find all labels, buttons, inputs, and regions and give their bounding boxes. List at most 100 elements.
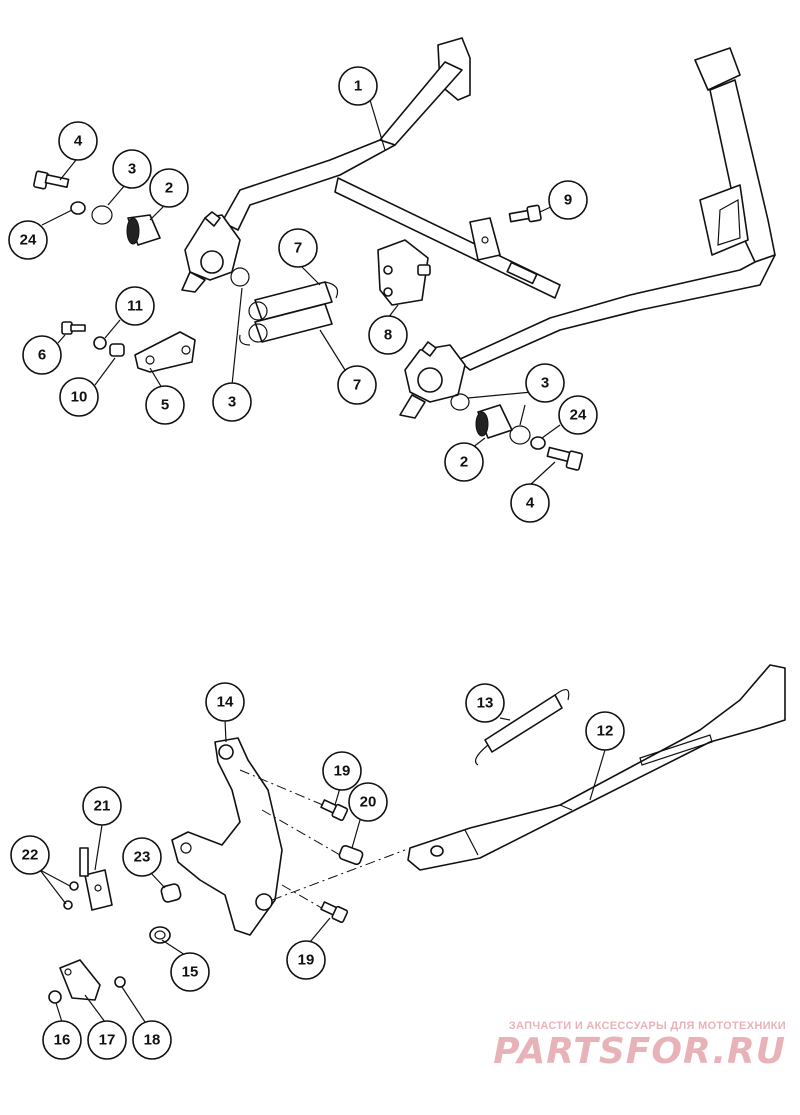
callout-18-label: 18 xyxy=(144,1032,161,1049)
callout-15: 15 xyxy=(170,952,210,992)
callout-14: 14 xyxy=(205,682,245,722)
callout-11: 11 xyxy=(115,286,155,326)
callout-19-upper: 19 xyxy=(322,751,362,791)
callout-21: 21 xyxy=(82,786,122,826)
spring-13 xyxy=(475,689,570,766)
assembly-line-2 xyxy=(261,809,341,856)
callout-12: 12 xyxy=(585,711,625,751)
washer-24-right xyxy=(530,436,546,450)
callout-4-left-label: 4 xyxy=(74,133,83,150)
assembly-line-4 xyxy=(281,884,326,911)
callout-7-upper: 7 xyxy=(278,228,318,268)
callout-3-right-label: 3 xyxy=(541,375,549,392)
callout-19-lower-label: 19 xyxy=(298,952,315,969)
callout-1: 1 xyxy=(338,66,378,106)
callout-5-label: 5 xyxy=(161,397,169,414)
washer-18 xyxy=(114,976,126,988)
callout-16-label: 16 xyxy=(54,1032,71,1049)
o-ring-3-right-b xyxy=(509,425,531,445)
callout-23: 23 xyxy=(122,837,162,877)
bolt-19-lower xyxy=(320,901,349,924)
bracket-5 xyxy=(134,331,196,373)
plug-15 xyxy=(149,926,171,944)
callout-24-right-label: 24 xyxy=(570,407,587,424)
callout-19-upper-label: 19 xyxy=(334,763,351,780)
callout-13: 13 xyxy=(465,683,505,723)
watermark-logo: PARTSFOR.RU xyxy=(493,1031,786,1072)
o-ring-3-right-a xyxy=(450,393,470,411)
callout-9: 9 xyxy=(548,180,588,220)
callout-6-label: 6 xyxy=(38,347,46,364)
bushing-2-right xyxy=(475,404,513,439)
callout-2-left: 2 xyxy=(149,168,189,208)
callout-17: 17 xyxy=(87,1020,127,1060)
callout-16: 16 xyxy=(42,1020,82,1060)
callout-12-label: 12 xyxy=(597,723,614,740)
callout-18: 18 xyxy=(132,1020,172,1060)
callout-2-right-label: 2 xyxy=(460,454,468,471)
callout-4-right-label: 4 xyxy=(526,495,535,512)
callout-3-left-label: 3 xyxy=(128,161,136,178)
center-stand xyxy=(181,37,776,419)
callout-24-right: 24 xyxy=(558,395,598,435)
watermark-caption: ЗАПЧАСТИ И АКСЕССУАРЫ ДЛЯ МОТОТЕХНИКИ xyxy=(508,1020,786,1032)
callout-22: 22 xyxy=(10,835,50,875)
watermark: ЗАПЧАСТИ И АКСЕССУАРЫ ДЛЯ МОТОТЕХНИКИ PA… xyxy=(493,1020,786,1070)
bracket-14 xyxy=(171,737,283,936)
washer-24-left xyxy=(70,201,86,215)
rubber-23 xyxy=(160,883,182,903)
callout-23-label: 23 xyxy=(134,849,151,866)
callout-4-left: 4 xyxy=(58,121,98,161)
bracket-8 xyxy=(377,239,431,306)
callout-7-lower-label: 7 xyxy=(353,377,361,394)
callout-9-label: 9 xyxy=(564,192,572,209)
spacer-20 xyxy=(338,844,364,866)
callout-10-label: 10 xyxy=(71,389,88,406)
assembly-line-3 xyxy=(271,849,406,901)
callout-24-left-label: 24 xyxy=(20,232,37,249)
leader-lines xyxy=(39,99,606,1023)
bolt-4-left xyxy=(33,170,70,190)
springs-7 xyxy=(239,281,339,346)
callout-3-right: 3 xyxy=(525,363,565,403)
callout-8: 8 xyxy=(368,315,408,355)
bolt-9 xyxy=(508,204,542,223)
callout-21-label: 21 xyxy=(94,798,111,815)
callout-1-label: 1 xyxy=(354,78,362,95)
o-ring-3-mid xyxy=(230,267,250,287)
callout-13-label: 13 xyxy=(477,695,494,712)
washer-11 xyxy=(93,336,107,350)
callout-15-label: 15 xyxy=(182,964,199,981)
callout-3-middle-label: 3 xyxy=(228,394,236,411)
side-stand-12 xyxy=(407,664,786,871)
callout-7-upper-label: 7 xyxy=(294,240,302,257)
assembly-line-1 xyxy=(239,769,331,809)
o-ring-3-left xyxy=(91,205,113,225)
callout-3-left: 3 xyxy=(112,149,152,189)
spacer-10 xyxy=(109,343,125,357)
callout-20: 20 xyxy=(348,782,388,822)
callout-8-label: 8 xyxy=(384,327,392,344)
callout-11-label: 11 xyxy=(127,298,143,315)
nut-16 xyxy=(48,990,62,1004)
callout-5: 5 xyxy=(145,385,185,425)
bolt-6 xyxy=(61,321,86,335)
callout-20-label: 20 xyxy=(360,794,377,811)
screw-22-a xyxy=(69,881,79,891)
callout-24-left: 24 xyxy=(8,220,48,260)
callout-7-lower: 7 xyxy=(337,365,377,405)
callout-6: 6 xyxy=(22,335,62,375)
screw-22-b xyxy=(63,900,73,910)
callout-17-label: 17 xyxy=(99,1032,116,1049)
bolt-4-right xyxy=(546,446,584,471)
callout-2-left-label: 2 xyxy=(165,180,173,197)
callout-10: 10 xyxy=(59,377,99,417)
bushing-2-left xyxy=(126,214,161,246)
callout-22-label: 22 xyxy=(22,847,39,864)
bracket-17 xyxy=(59,959,101,1001)
callout-3-middle: 3 xyxy=(212,382,252,422)
callout-2-right: 2 xyxy=(444,442,484,482)
bolt-19-upper xyxy=(320,799,349,822)
callout-19-lower: 19 xyxy=(286,940,326,980)
